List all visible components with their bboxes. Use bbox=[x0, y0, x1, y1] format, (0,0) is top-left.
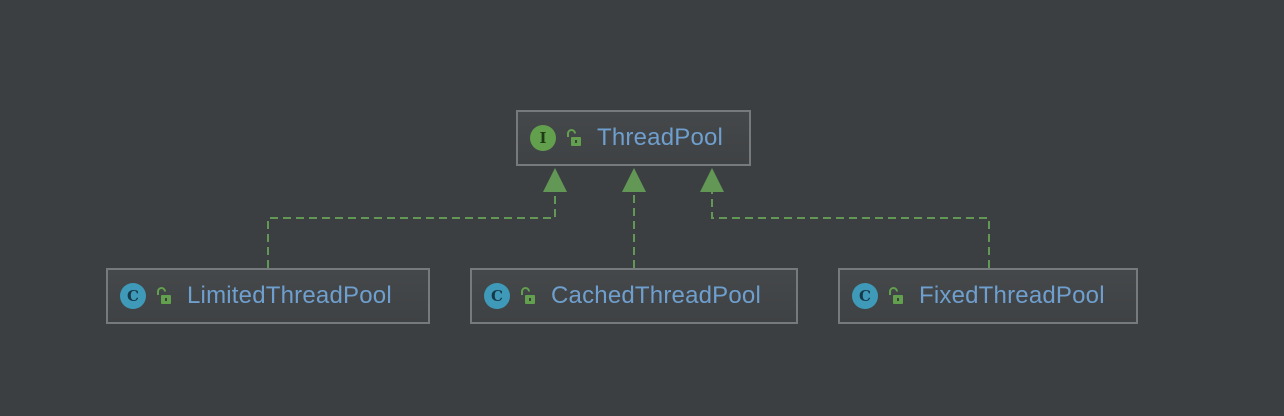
interface-badge-icon: I bbox=[530, 125, 556, 151]
class-badge-icon: C bbox=[852, 283, 878, 309]
unlocked-icon bbox=[521, 287, 535, 304]
arrowhead-limited bbox=[543, 168, 567, 192]
node-label: FixedThreadPool bbox=[919, 282, 1105, 309]
class-node-limitedthreadpool[interactable]: C LimitedThreadPool bbox=[106, 268, 430, 324]
edge-fixed-to-threadpool bbox=[711, 192, 990, 268]
node-label: CachedThreadPool bbox=[551, 282, 762, 309]
class-badge-icon: C bbox=[484, 283, 510, 309]
class-node-cachedthreadpool[interactable]: C CachedThreadPool bbox=[470, 268, 798, 324]
class-badge-icon: C bbox=[120, 283, 146, 309]
unlocked-icon bbox=[889, 287, 903, 304]
class-node-fixedthreadpool[interactable]: C FixedThreadPool bbox=[838, 268, 1138, 324]
arrowhead-fixed bbox=[700, 168, 724, 192]
edge-limited-to-threadpool bbox=[267, 192, 556, 268]
unlocked-icon bbox=[567, 129, 581, 146]
unlocked-icon bbox=[157, 287, 171, 304]
node-label: LimitedThreadPool bbox=[187, 282, 392, 309]
interface-node-threadpool[interactable]: I ThreadPool bbox=[516, 110, 751, 166]
arrowhead-cached bbox=[622, 168, 646, 192]
node-label: ThreadPool bbox=[597, 124, 724, 151]
